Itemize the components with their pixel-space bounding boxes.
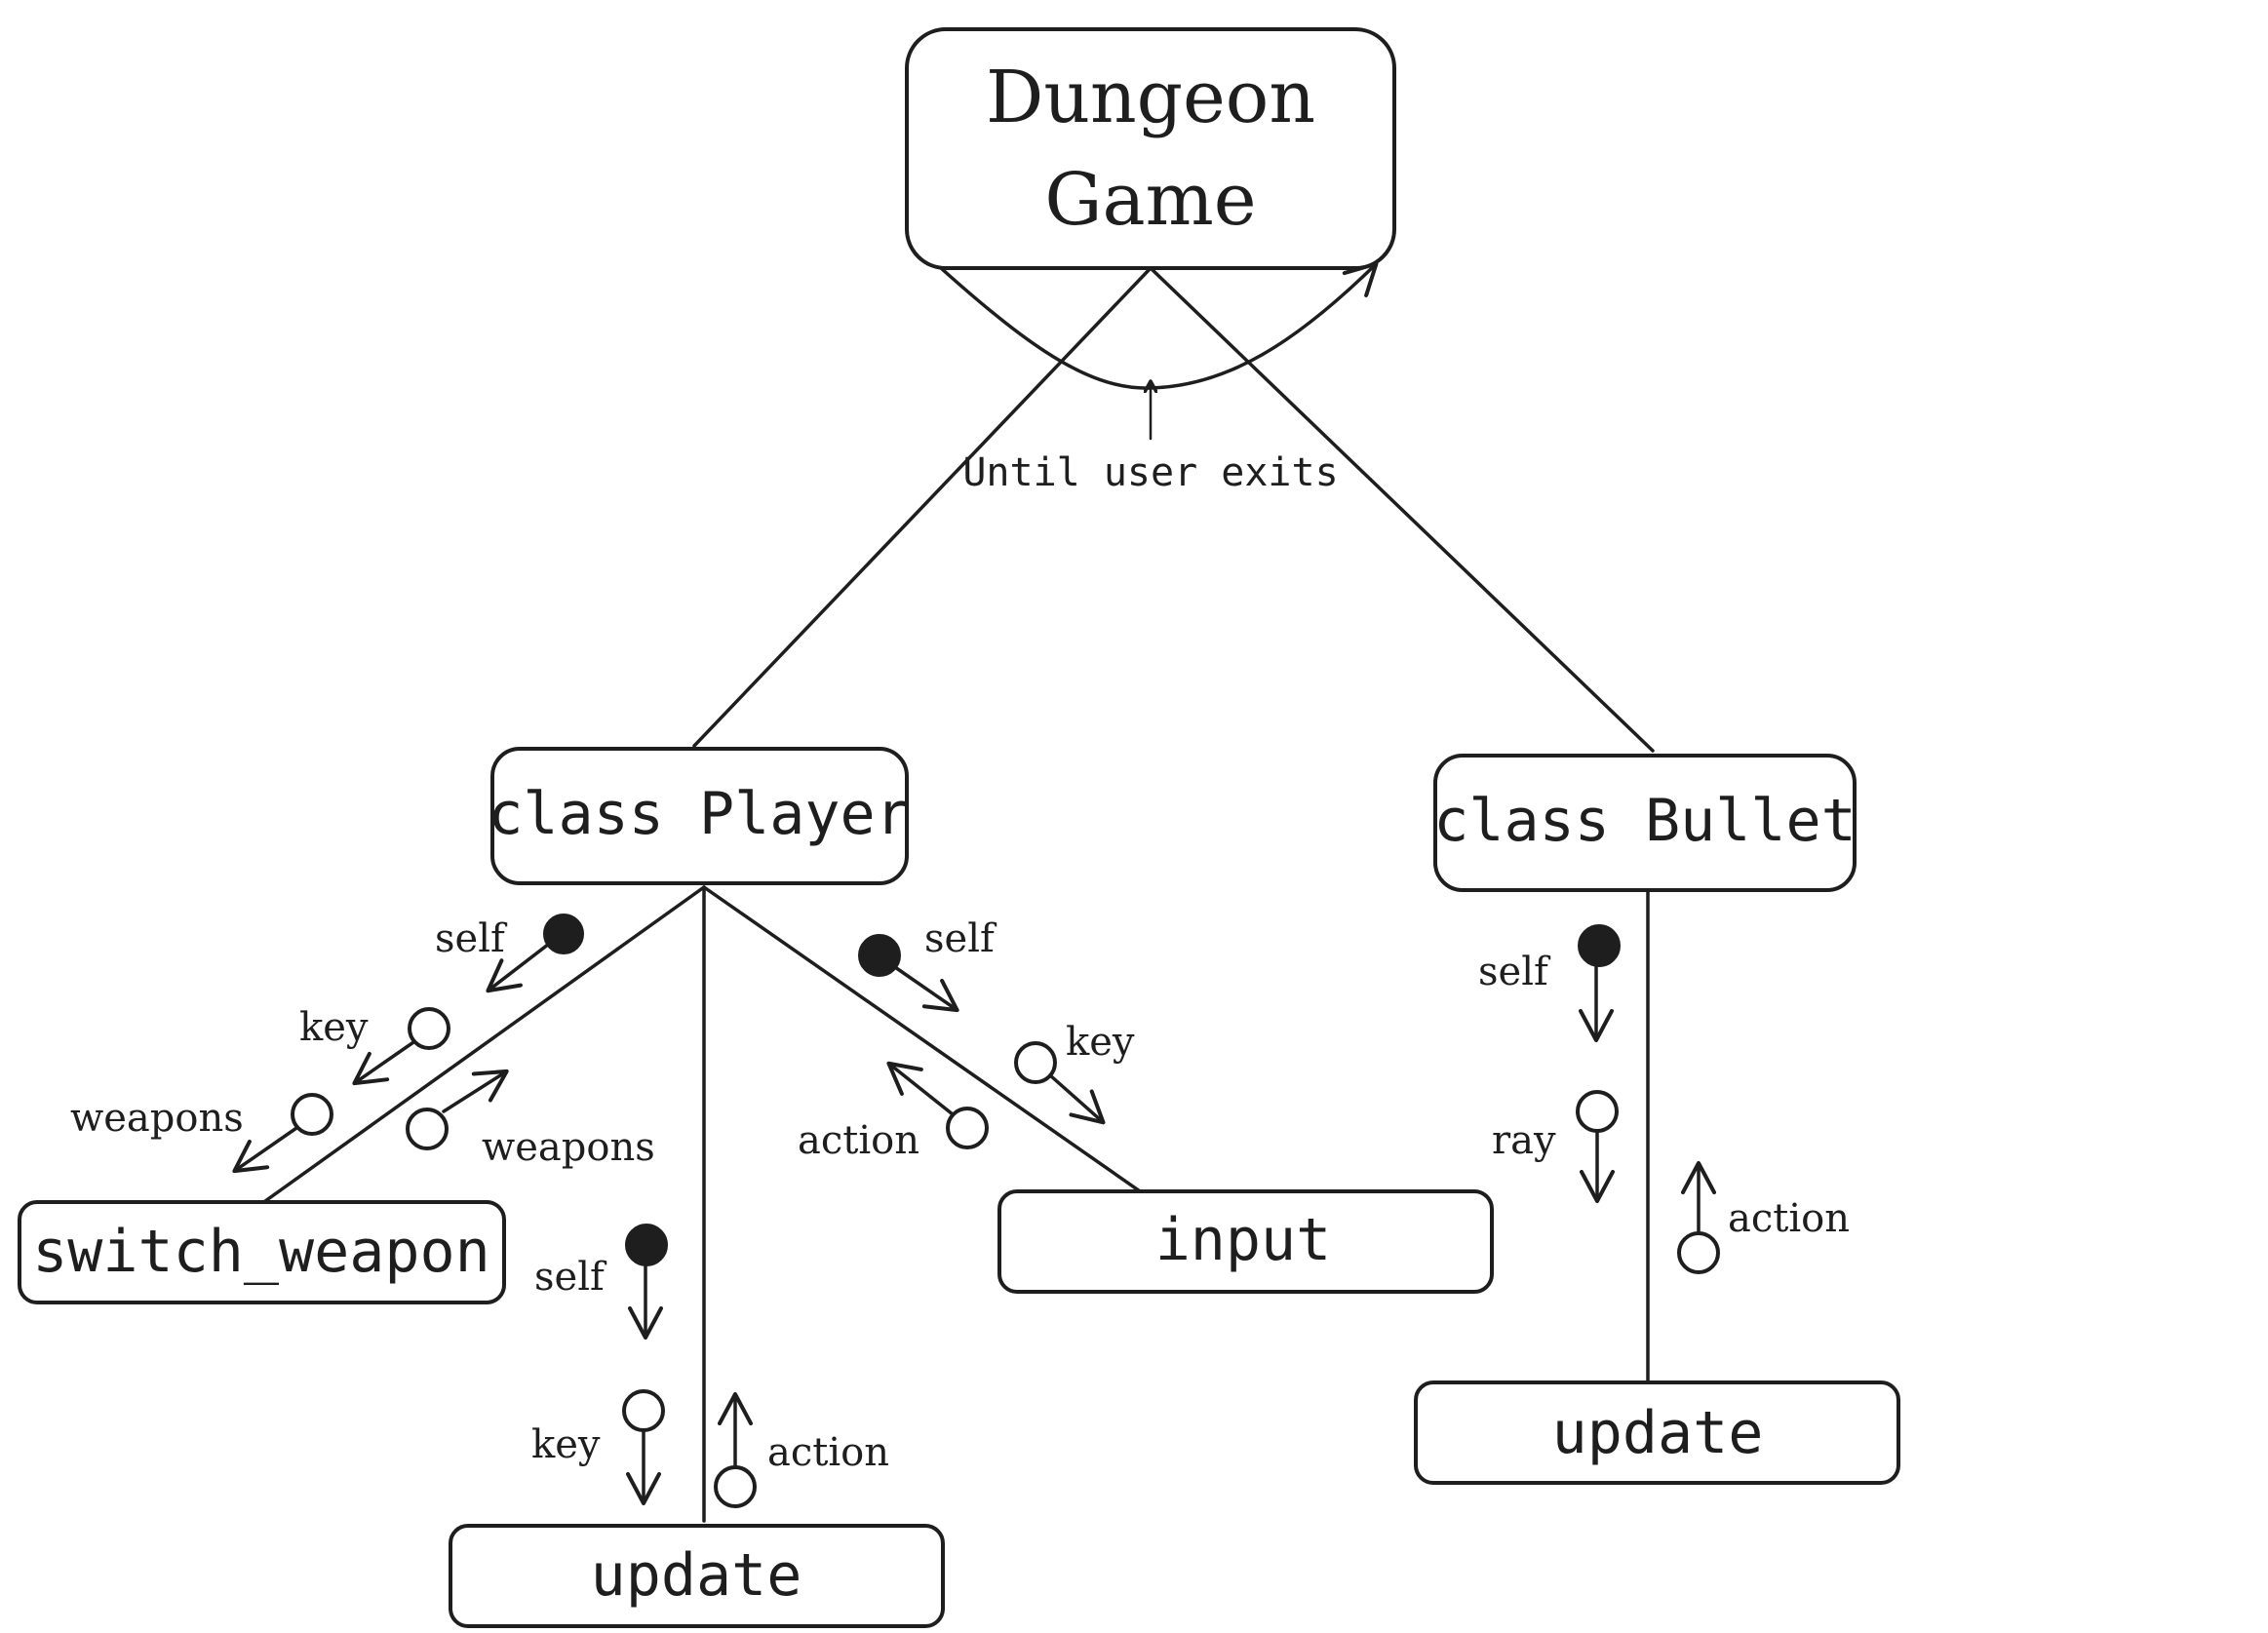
couple-player-update-key: key <box>531 1389 665 1505</box>
couple-label: action <box>1728 1196 1850 1241</box>
player-input-label: input <box>1155 1206 1332 1274</box>
control-flag-dot <box>1578 924 1621 967</box>
couple-label: weapons <box>70 1096 244 1141</box>
couple-player-input-self: self <box>858 916 997 1013</box>
main-module-box <box>905 27 1396 270</box>
player-class-box <box>490 747 909 885</box>
player-update-box <box>449 1524 945 1628</box>
data-couple-circle <box>406 1108 449 1150</box>
couple-bullet-update-self: self <box>1478 924 1621 1042</box>
couple-player-input-key: key <box>1014 1020 1135 1125</box>
couple-label: self <box>924 916 997 961</box>
data-couple-circle <box>1014 1041 1057 1084</box>
data-couple-circle <box>946 1107 989 1149</box>
couple-label: weapons <box>482 1125 655 1170</box>
bullet-class-module[interactable]: class Bullet <box>1433 754 1857 892</box>
couple-label: key <box>531 1422 601 1467</box>
connectors <box>263 266 1655 1523</box>
main-module-title-line1: Dungeon <box>986 56 1315 139</box>
couple-label: key <box>299 1005 369 1050</box>
player-input-box <box>997 1189 1494 1294</box>
couple-player-update-self: self <box>534 1224 668 1340</box>
couple-switch-weapon-self: self <box>435 914 584 993</box>
couple-label: key <box>1066 1020 1135 1065</box>
loop-indicator: Until user exits <box>939 261 1379 495</box>
couple-switch-weapon-weapons-out: weapons <box>406 1069 655 1170</box>
player-input-module[interactable]: input <box>997 1189 1494 1294</box>
connector-game-to-bullet <box>1149 266 1655 753</box>
loop-arc <box>939 261 1379 390</box>
bullet-update-box <box>1414 1380 1900 1485</box>
bullet-update-label: update <box>1552 1399 1764 1467</box>
main-module-title-line2: Game <box>1044 158 1256 242</box>
data-couple-circle <box>714 1465 757 1508</box>
couple-arrow <box>890 963 959 1013</box>
couple-switch-weapon-key: key <box>299 1005 450 1086</box>
bullet-update-module[interactable]: update <box>1414 1380 1900 1485</box>
couple-label: self <box>534 1255 607 1300</box>
connector-player-to-input <box>702 885 1167 1211</box>
couple-label: self <box>1478 950 1551 994</box>
data-couple-circle <box>291 1093 333 1136</box>
couple-label: action <box>767 1430 889 1475</box>
switch-weapon-box <box>18 1200 506 1304</box>
couple-bullet-update-action: action <box>1677 1161 1850 1274</box>
player-update-module[interactable]: update <box>449 1524 945 1628</box>
connector-player-to-switch-weapon <box>263 885 706 1203</box>
couple-label: ray <box>1492 1118 1556 1163</box>
player-class-label: class Player <box>488 780 910 848</box>
player-class-module[interactable]: class Player <box>488 747 911 885</box>
data-couple-circle <box>622 1389 665 1432</box>
couple-arrow <box>352 1038 418 1086</box>
connector-game-to-player <box>692 266 1153 748</box>
couple-arrow <box>232 1124 301 1174</box>
couple-arrow <box>486 939 555 993</box>
couple-bullet-update-ray: ray <box>1492 1090 1619 1203</box>
switch-weapon-module[interactable]: switch_weapon <box>18 1200 506 1304</box>
data-couple-circle <box>1576 1090 1619 1133</box>
couple-label: self <box>435 916 508 961</box>
loop-note: Until user exits <box>962 450 1338 495</box>
couple-switch-weapon-weapons-in: weapons <box>70 1093 333 1174</box>
main-module[interactable]: Dungeon Game <box>905 27 1396 270</box>
couple-player-input-action: action <box>798 1061 989 1163</box>
control-flag-dot <box>543 914 584 954</box>
couple-arrow <box>1048 1073 1106 1125</box>
data-couple-circle <box>408 1007 450 1050</box>
bullet-class-box <box>1433 754 1857 892</box>
switch-weapon-label: switch_weapon <box>32 1218 490 1286</box>
control-flag-dot <box>858 934 901 977</box>
bullet-class-label: class Bullet <box>1433 787 1856 855</box>
couple-player-update-action: action <box>714 1392 889 1508</box>
control-flag-dot <box>625 1224 668 1266</box>
data-couple-circle <box>1677 1231 1720 1274</box>
couple-arrow <box>886 1061 955 1116</box>
player-update-label: update <box>591 1541 802 1610</box>
couple-arrow <box>442 1069 509 1113</box>
couple-label: action <box>798 1118 919 1163</box>
